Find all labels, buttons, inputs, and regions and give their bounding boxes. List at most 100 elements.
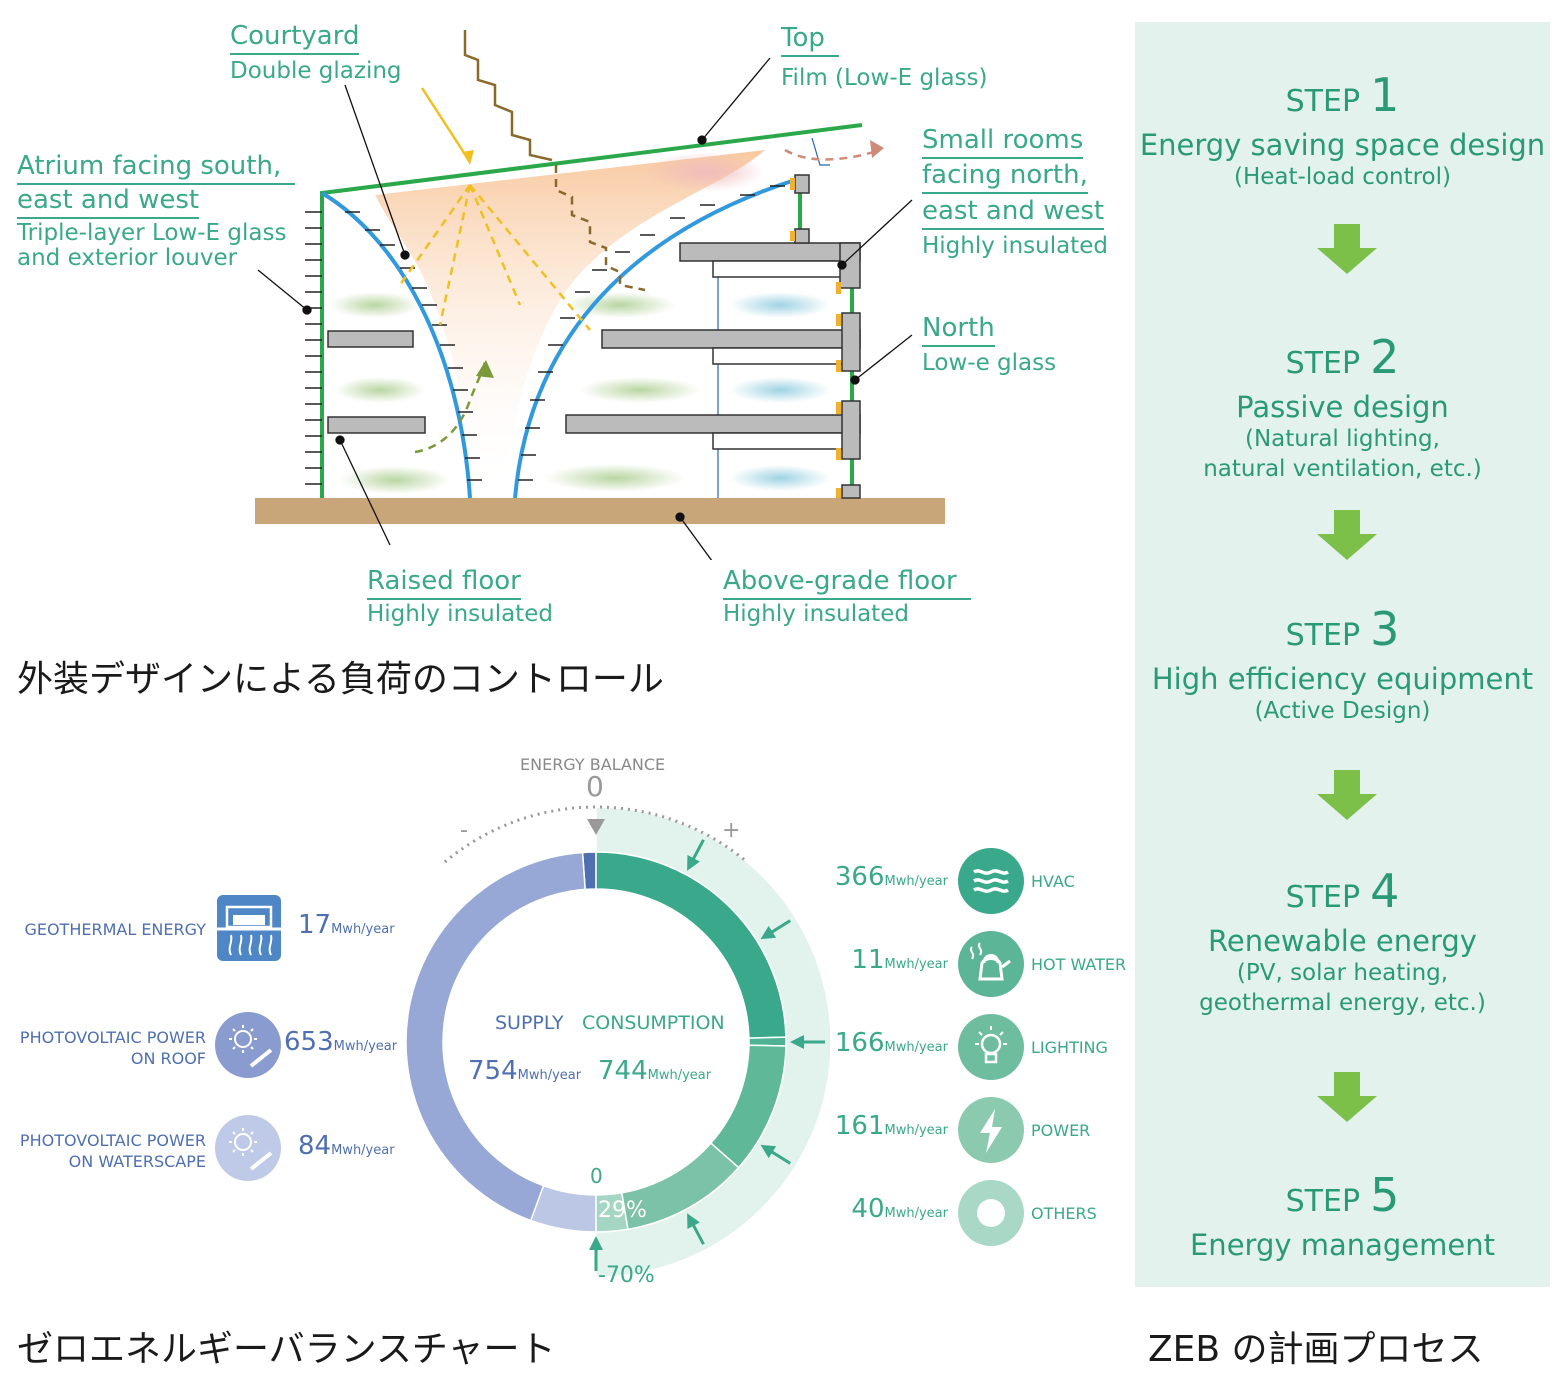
courtyard-glazing-left xyxy=(320,191,472,499)
thermal-zone-blue xyxy=(730,465,830,491)
reduction-arrow-head xyxy=(687,1213,700,1229)
sunlight-ray xyxy=(420,87,472,163)
floor-slab xyxy=(327,330,414,348)
power-value: 161Mwh/year xyxy=(834,1111,948,1141)
raised-floor-label: Raised floor xyxy=(367,566,521,601)
small-rooms-label-line1: Small rooms xyxy=(922,125,1084,160)
hvac-waves-icon xyxy=(958,848,1024,914)
ring-icon xyxy=(958,1180,1024,1246)
thermal-zone-green xyxy=(580,377,700,403)
supply-total: 754Mwh/year xyxy=(468,1056,582,1086)
north-label: North xyxy=(922,313,995,348)
consumption-segment xyxy=(595,1191,629,1233)
heat-radiation-dashed xyxy=(554,165,646,292)
top-label: Top xyxy=(781,23,839,58)
supply-segment xyxy=(529,1184,597,1233)
floor-slab xyxy=(601,329,861,349)
reduction-arrow-head xyxy=(760,1144,777,1159)
light-cone xyxy=(375,150,765,498)
hvac-label: HVAC xyxy=(1031,872,1075,891)
reduction-29: 29% xyxy=(598,1198,647,1223)
hvac-value: 366Mwh/year xyxy=(834,862,948,892)
thermal-zone-green xyxy=(335,377,425,403)
glazing-ticks xyxy=(345,185,785,481)
solar-panel-icon xyxy=(215,1012,281,1078)
geothermal-icon xyxy=(217,895,281,961)
reduction-70: -70% xyxy=(598,1263,655,1288)
top-sublabel: Film (Low-E glass) xyxy=(781,65,988,91)
reduction-arrow-head xyxy=(687,855,700,871)
energy-balance-title: ENERGY BALANCE xyxy=(520,755,666,774)
step-1-title: Energy saving space design xyxy=(1139,128,1546,162)
atrium-sublabel-line2: and exterior louver xyxy=(17,245,238,271)
reduction-arrow-head xyxy=(790,1035,804,1049)
power-label: POWER xyxy=(1031,1121,1091,1140)
thermal-zone-blue xyxy=(730,292,830,318)
thermal-zone-green xyxy=(565,292,675,318)
consumption-center-label: CONSUMPTION xyxy=(582,1012,725,1034)
reduction-arrow-head xyxy=(589,1236,603,1250)
lightbulb-icon xyxy=(958,1014,1024,1080)
step-2-title: Passive design xyxy=(1236,390,1449,424)
plus-sign: + xyxy=(722,818,741,843)
consumption-total: 744Mwh/year xyxy=(598,1056,712,1086)
geothermal-value: 17Mwh/year xyxy=(298,910,395,940)
down-arrow-icon xyxy=(1317,510,1377,560)
floor-slab xyxy=(679,242,861,262)
thermal-zone-blue xyxy=(730,377,830,403)
ventilation-arrow xyxy=(414,361,487,454)
above-grade-label: Above-grade floor xyxy=(723,566,971,601)
reflected-light xyxy=(398,184,591,331)
solar-panel-icon xyxy=(215,1115,281,1181)
step-5-title: Energy management xyxy=(1189,1228,1495,1262)
energy-balance-zero: 0 xyxy=(586,770,604,803)
kettle-icon xyxy=(958,931,1024,997)
above-grade-sublabel: Highly insulated xyxy=(723,601,909,627)
step-3-title: High efficiency equipment xyxy=(1151,662,1534,696)
facade-caption: 外装デザインによる負荷のコントロール xyxy=(17,659,664,700)
balance-pointer xyxy=(587,819,605,835)
atrium-label-line2: east and west xyxy=(17,185,200,220)
courtyard-label: Courtyard xyxy=(230,21,360,56)
courtyard-sublabel: Double glazing xyxy=(230,58,402,84)
floor-slab xyxy=(565,414,861,434)
atrium-label-line1: Atrium facing south, xyxy=(17,151,296,186)
roof-vent xyxy=(811,137,830,166)
ground-slab xyxy=(255,498,945,524)
others-value: 40Mwh/year xyxy=(851,1194,948,1224)
step-4-title: Renewable energy xyxy=(1208,924,1477,958)
atrium-sublabel-line1: Triple-layer Low-E glass xyxy=(17,220,287,246)
supply-segment xyxy=(405,851,586,1222)
minus-sign: - xyxy=(460,818,468,843)
small-rooms-sublabel: Highly insulated xyxy=(922,233,1108,259)
process-caption: ZEB の計画プロセス xyxy=(1148,1329,1484,1370)
down-arrow-icon xyxy=(1317,224,1377,274)
balance-dotted-arc xyxy=(443,805,749,864)
raised-floor-sublabel: Highly insulated xyxy=(367,601,553,627)
small-rooms-label-line3: east and west xyxy=(922,196,1105,231)
exhaust-arrow xyxy=(784,148,881,161)
down-arrow-icon xyxy=(1317,770,1377,820)
balance-caption: ゼロエネルギーバランスチャート xyxy=(17,1329,556,1370)
thermal-zone-green xyxy=(330,292,420,318)
pv-waterscape-value: 84Mwh/year xyxy=(298,1131,395,1161)
heat-zone-pink xyxy=(645,152,765,192)
lightning-icon xyxy=(958,1097,1024,1163)
hot-water-value: 11Mwh/year xyxy=(851,945,948,975)
courtyard-glazing-right xyxy=(513,178,796,499)
thermal-zone-green xyxy=(340,466,450,494)
floor-slab xyxy=(327,416,426,434)
reduction-zero: 0 xyxy=(590,1164,603,1188)
small-rooms-label-line2: facing north, xyxy=(922,160,1088,195)
building-section-diagram xyxy=(255,30,945,560)
heat-radiation-arrow xyxy=(463,30,553,162)
thermal-zone-green xyxy=(545,464,685,492)
north-sublabel: Low-e glass xyxy=(922,350,1057,376)
